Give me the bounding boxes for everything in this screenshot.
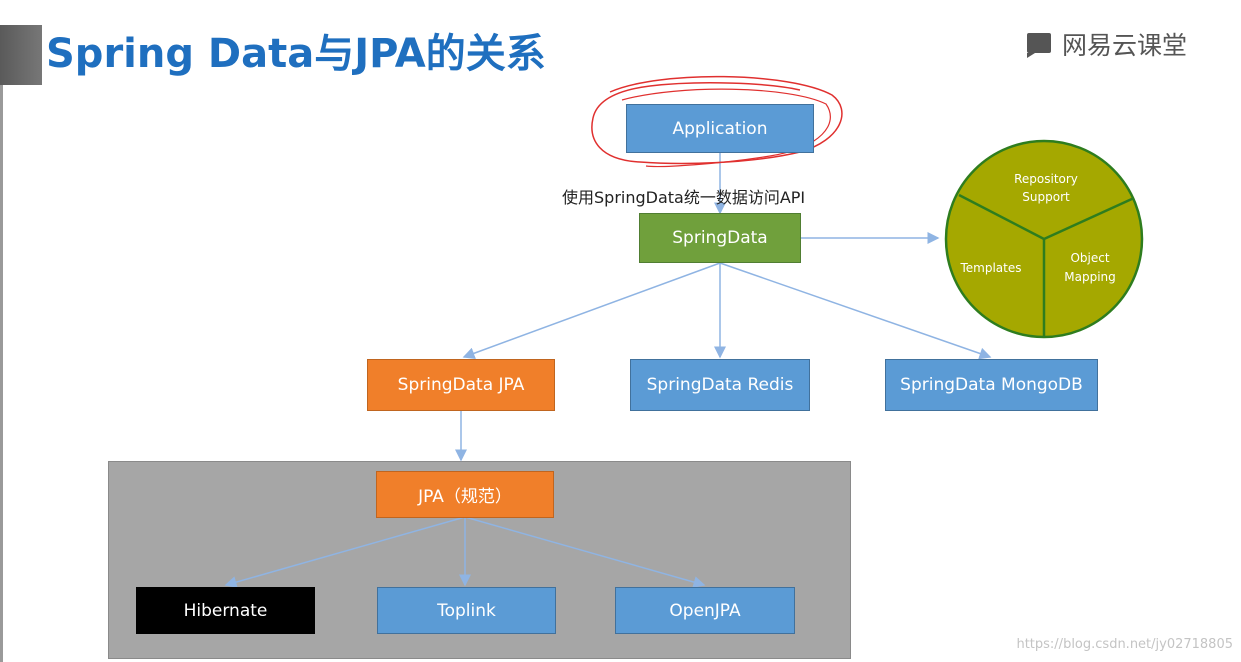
node-springdata-redis: SpringData Redis bbox=[630, 359, 810, 411]
node-springdata-mongodb: SpringData MongoDB bbox=[885, 359, 1098, 411]
book-icon bbox=[1024, 31, 1054, 58]
wheel-label-repository: Repository bbox=[1014, 172, 1078, 186]
node-hibernate: Hibernate bbox=[136, 587, 315, 634]
wheel-label-support: Support bbox=[1022, 190, 1070, 204]
arrow-springdata-to-jpa bbox=[462, 262, 721, 360]
brand-name: 网易云课堂 bbox=[1062, 31, 1188, 60]
brand-logo: 网易云课堂 bbox=[1024, 26, 1187, 62]
node-jpa-spec: JPA（规范） bbox=[376, 471, 554, 518]
node-openjpa: OpenJPA bbox=[615, 587, 795, 634]
highlight-scribble bbox=[591, 75, 843, 165]
title-accent-bar bbox=[0, 25, 42, 85]
node-application: Application bbox=[626, 104, 814, 153]
slide-title: Spring Data与JPA的关系 bbox=[46, 31, 546, 77]
arrow-spec-to-openjpa bbox=[464, 516, 706, 588]
annotation-unified-api: 使用SpringData统一数据访问API bbox=[562, 188, 806, 207]
node-springdata: SpringData bbox=[639, 213, 801, 263]
arrow-spec-to-hibernate bbox=[224, 516, 466, 588]
wheel-label-mapping: Mapping bbox=[1064, 270, 1116, 284]
node-springdata-jpa: SpringData JPA bbox=[367, 359, 555, 411]
wheel-label-object: Object bbox=[1070, 251, 1109, 265]
watermark-url: https://blog.csdn.net/jy02718805 bbox=[1016, 637, 1233, 652]
node-toplink: Toplink bbox=[377, 587, 556, 634]
wheel-label-templates: Templates bbox=[959, 261, 1021, 275]
arrow-springdata-to-mongodb bbox=[719, 262, 992, 360]
left-edge-strip bbox=[0, 85, 3, 662]
features-wheel: Repository Support Templates Object Mapp… bbox=[944, 139, 1144, 339]
